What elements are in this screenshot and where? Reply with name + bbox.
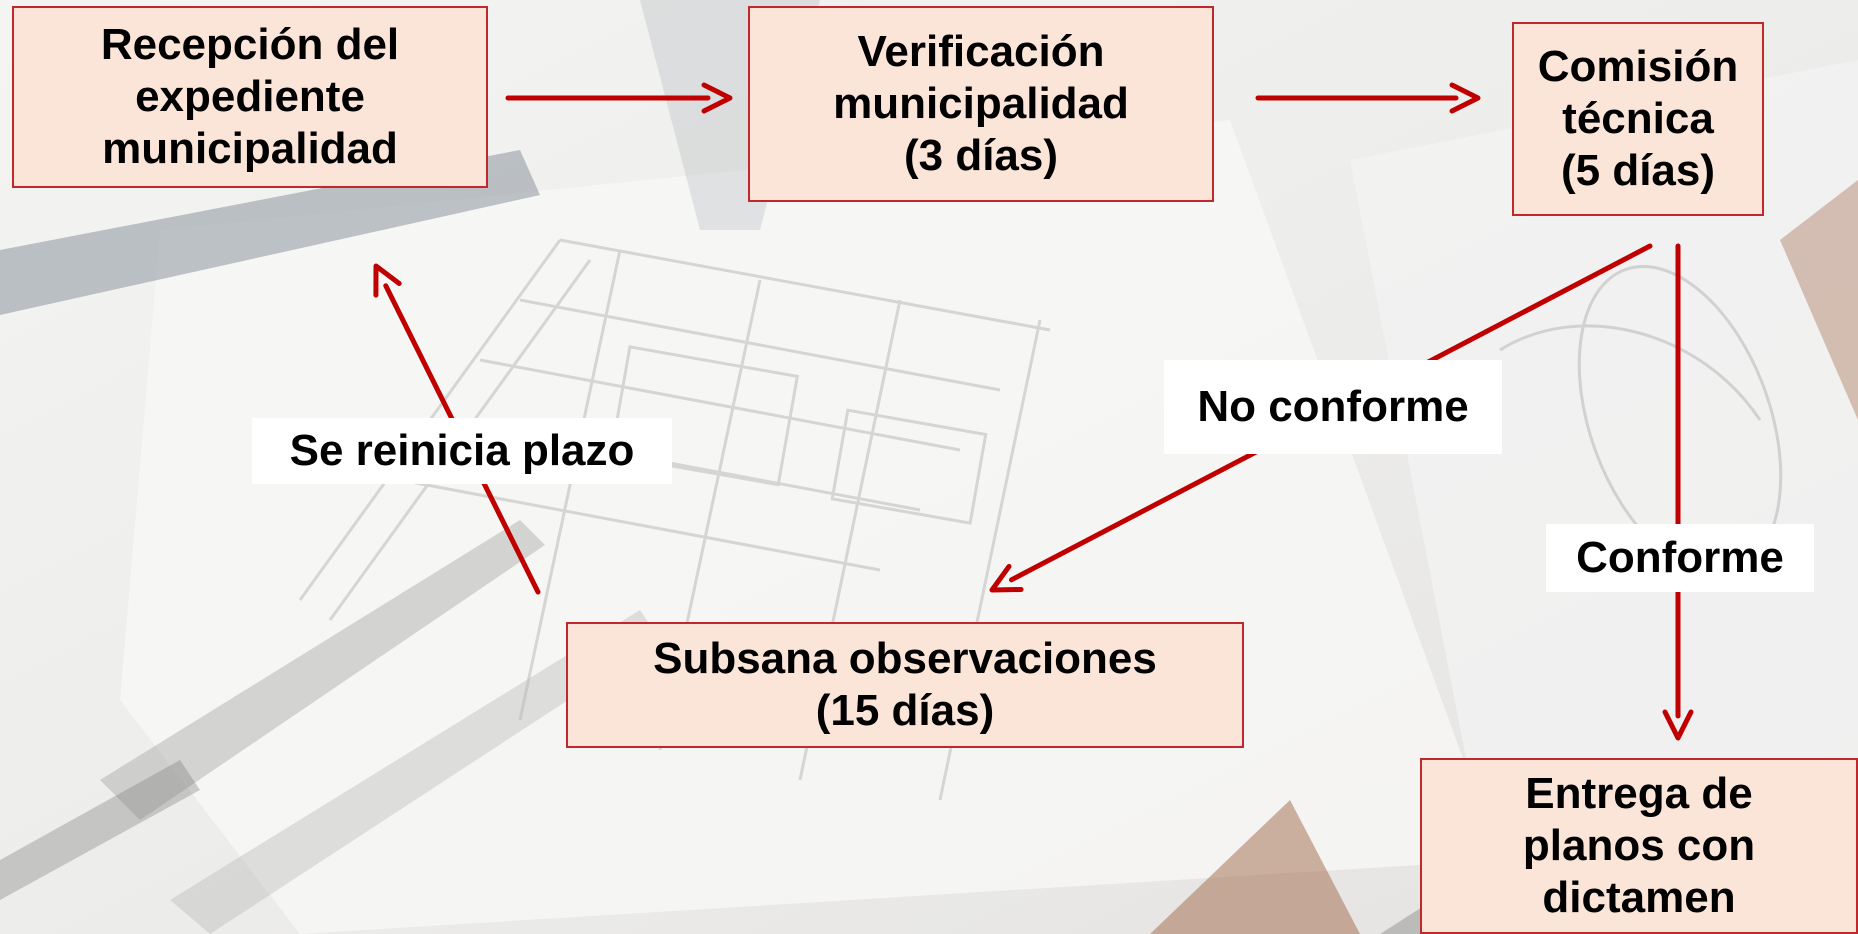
node-recepcion-line-3: municipalidad xyxy=(102,124,398,173)
node-recepcion-line-2: expediente xyxy=(135,72,365,121)
node-verificacion-line-2: municipalidad xyxy=(833,79,1129,128)
edge-label-conforme: Conforme xyxy=(1546,524,1814,592)
node-verificacion-municipalidad: Verificación municipalidad (3 días) xyxy=(748,6,1214,202)
node-verificacion-line-3: (3 días) xyxy=(903,131,1059,180)
node-comision-tecnica: Comisión técnica (5 días) xyxy=(1512,22,1764,216)
node-comision-line-2: técnica xyxy=(1562,94,1714,143)
node-entrega-planos: Entrega de planos con dictamen xyxy=(1420,758,1858,934)
edge-label-se-reinicia-plazo: Se reinicia plazo xyxy=(252,418,672,484)
node-verificacion-line-1: Verificación xyxy=(857,27,1105,76)
node-entrega-line-3: dictamen xyxy=(1542,873,1736,922)
node-entrega-line-2: planos con xyxy=(1522,821,1756,870)
node-comision-line-3: (5 días) xyxy=(1560,146,1716,195)
node-entrega-line-1: Entrega de xyxy=(1525,769,1753,818)
node-subsana-line-2: (15 días) xyxy=(815,686,995,735)
node-subsana-line-1: Subsana observaciones xyxy=(653,634,1157,683)
node-recepcion-expediente: Recepción del expediente municipalidad xyxy=(12,6,488,188)
node-recepcion-line-1: Recepción del xyxy=(100,20,400,69)
edge-label-no-conforme: No conforme xyxy=(1164,360,1502,454)
node-comision-line-1: Comisión xyxy=(1537,42,1739,91)
node-subsana-observaciones: Subsana observaciones (15 días) xyxy=(566,622,1244,748)
